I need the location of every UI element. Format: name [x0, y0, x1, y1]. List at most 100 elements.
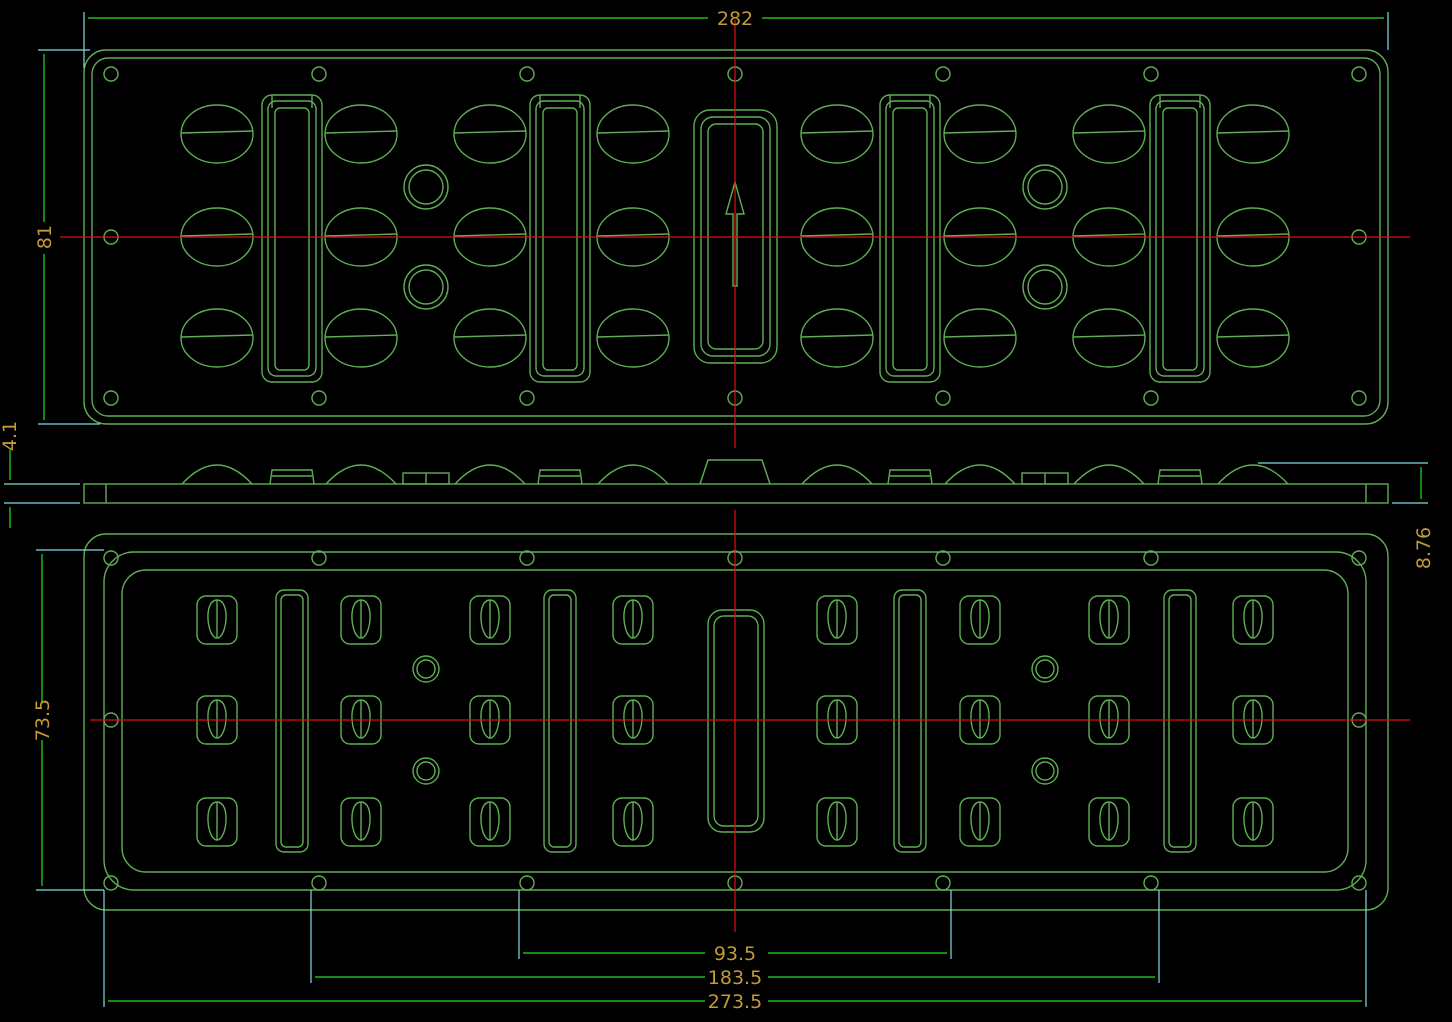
rib-inner [898, 594, 922, 848]
cell-pocket [959, 595, 1001, 645]
dome-parting-line [453, 130, 527, 134]
cell-pocket [1088, 797, 1130, 847]
mount-hole [1143, 390, 1159, 406]
dome-parting-line [180, 334, 254, 338]
cell-pocket [959, 797, 1001, 847]
side-rib [887, 469, 933, 485]
dome-parting-line [453, 334, 527, 338]
dome-parting-line [453, 233, 527, 237]
mount-hole [103, 66, 119, 82]
cell-pocket [816, 797, 858, 847]
mount-hole [1351, 875, 1367, 891]
cell-pocket [196, 797, 238, 847]
mount-hole [1351, 390, 1367, 406]
side-dome [454, 464, 526, 485]
vent-ring-inner [1035, 761, 1055, 781]
cell-pocket [1232, 797, 1274, 847]
dim-hole-spacing-inner: 93.5 [714, 943, 756, 965]
vent-ring-outer [1031, 757, 1059, 785]
rib-mid [885, 100, 935, 377]
mount-hole [311, 550, 327, 566]
cell-dome [943, 104, 1017, 164]
dome-parting-line [324, 233, 398, 237]
cell-dome [180, 104, 254, 164]
mount-hole [311, 66, 327, 82]
vent-ring-outer [403, 164, 449, 210]
dim-base-thickness: 4.1 [0, 421, 21, 451]
mount-hole [103, 390, 119, 406]
bottom-outline [83, 533, 1389, 911]
side-rib [1157, 469, 1203, 485]
cell-pocket [612, 797, 654, 847]
side-dome [1073, 464, 1145, 485]
dome-parting-line [1216, 334, 1290, 338]
cell-pocket [469, 595, 511, 645]
mount-hole [935, 875, 951, 891]
rib-mid [267, 100, 317, 377]
cell-dome [1216, 104, 1290, 164]
mount-hole [519, 66, 535, 82]
mount-hole [935, 66, 951, 82]
rib-outer [275, 589, 309, 853]
mount-hole [519, 550, 535, 566]
dome-parting-line [596, 130, 670, 134]
mount-hole [519, 390, 535, 406]
rib-outer [879, 94, 941, 383]
vent-ring-inner [408, 169, 444, 205]
mount-hole [311, 875, 327, 891]
cell-dome [800, 308, 874, 368]
cell-dome [324, 104, 398, 164]
cell-pocket [612, 595, 654, 645]
dim-overall-length: 282 [717, 8, 753, 30]
cell-dome [324, 308, 398, 368]
cell-dome [1072, 104, 1146, 164]
vent-ring-inner [408, 269, 444, 305]
rib-inner [548, 594, 572, 848]
dome-parting-line [596, 334, 670, 338]
vent-ring-outer [1031, 655, 1059, 683]
dome-parting-line [1216, 130, 1290, 134]
cell-pocket [469, 797, 511, 847]
rib-inner [892, 107, 928, 371]
side-center-boss [699, 459, 771, 485]
vent-ring-outer [403, 264, 449, 310]
cell-dome [453, 308, 527, 368]
mount-hole [1143, 875, 1159, 891]
dome-parting-line [324, 130, 398, 134]
center-boss-inner [713, 615, 759, 827]
cell-pocket [340, 595, 382, 645]
rib-inner [1162, 107, 1198, 371]
vent-ring-outer [1022, 164, 1068, 210]
dim-hole-spacing-outer: 273.5 [708, 991, 762, 1013]
mount-hole [1351, 550, 1367, 566]
rib-inner [1168, 594, 1192, 848]
rib-outer [1163, 589, 1197, 853]
mount-hole [1143, 66, 1159, 82]
cell-dome [800, 104, 874, 164]
mount-hole [935, 390, 951, 406]
rib-outer [261, 94, 323, 383]
mount-hole [935, 550, 951, 566]
vent-ring-outer [1022, 264, 1068, 310]
dome-parting-line [943, 233, 1017, 237]
center-boss-outer [707, 609, 765, 833]
dome-parting-line [943, 130, 1017, 134]
rib-inner [542, 107, 578, 371]
rib-mid [1155, 100, 1205, 377]
dome-parting-line [1216, 233, 1290, 237]
vent-ring-inner [1027, 169, 1063, 205]
cell-dome [1216, 308, 1290, 368]
rib-outer [543, 589, 577, 853]
side-dome [181, 464, 253, 485]
dome-parting-line [324, 334, 398, 338]
side-base [83, 483, 1389, 504]
vent-ring-inner [1027, 269, 1063, 305]
cell-pocket [1232, 595, 1274, 645]
cell-pocket [340, 797, 382, 847]
cell-dome [943, 308, 1017, 368]
cell-dome [596, 308, 670, 368]
cell-dome [453, 104, 527, 164]
rib-outer [1149, 94, 1211, 383]
side-dome [944, 464, 1016, 485]
